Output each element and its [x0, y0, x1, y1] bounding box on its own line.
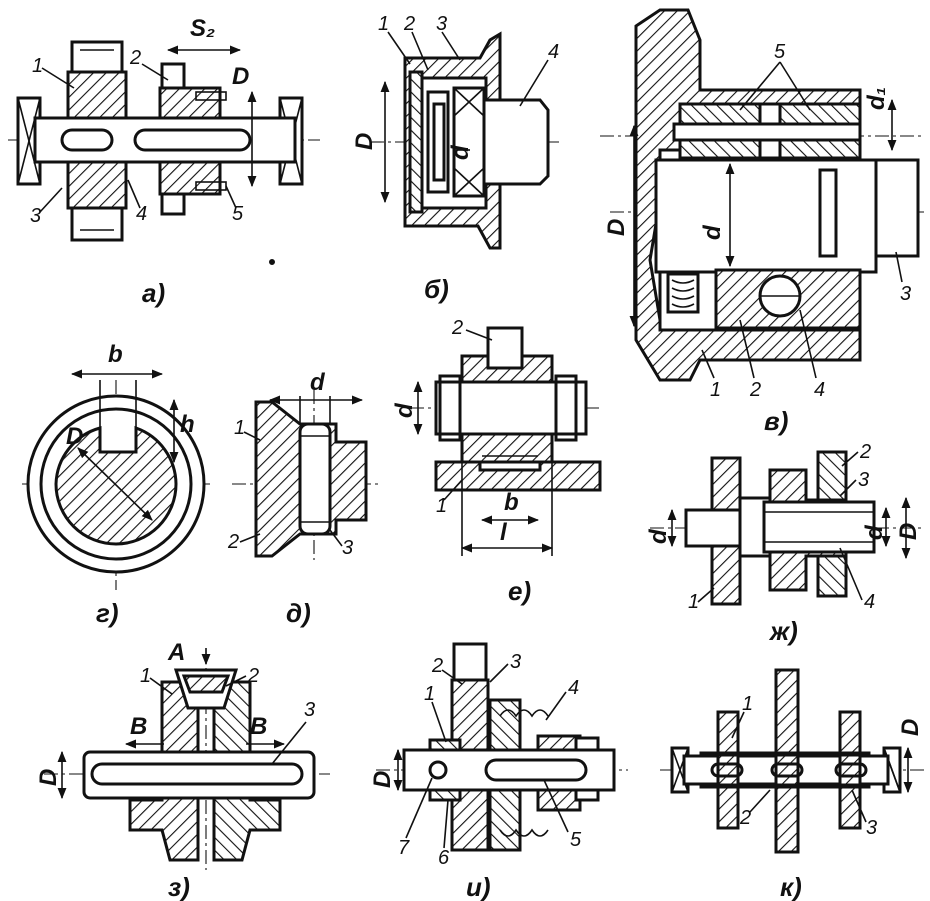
- label-4: 4: [814, 379, 825, 401]
- dim-d: d: [310, 369, 326, 396]
- figure-d: d 1 2 3 д): [227, 369, 380, 628]
- label-3: 3: [436, 13, 447, 35]
- dim-d: D: [66, 423, 83, 450]
- dim-b: b: [108, 341, 123, 368]
- label-4: 4: [864, 591, 875, 613]
- dim-b: b: [504, 489, 519, 516]
- dim-d: D: [369, 771, 396, 788]
- figure-v: D d d₁ 5 1 2 4 3 в): [600, 8, 925, 436]
- label-1: 1: [140, 665, 151, 687]
- dim-d-small: d: [447, 144, 474, 160]
- caption-k: к): [780, 872, 802, 901]
- dim-a: A: [167, 639, 185, 666]
- dim-d1: d₁: [863, 87, 890, 110]
- caption-a: а): [142, 278, 165, 308]
- label-2: 2: [749, 379, 761, 401]
- label-1: 1: [234, 417, 245, 439]
- figure-i: D 1 2 3 4 5 6 7 и): [369, 642, 628, 901]
- figure-z: A B B D 1 2 3 з): [35, 639, 330, 901]
- caption-d: д): [286, 598, 311, 628]
- dim-d-left: d: [645, 528, 672, 544]
- caption-i: и): [466, 872, 491, 901]
- label-4: 4: [548, 41, 559, 63]
- label-4: 4: [136, 203, 147, 225]
- label-1: 1: [742, 693, 753, 715]
- dim-b-right: B: [250, 713, 267, 740]
- figure-a: S₂ D 1 2 3 4 5 а): [8, 15, 320, 308]
- caption-g: г): [96, 598, 119, 628]
- label-5: 5: [570, 829, 582, 851]
- caption-z: з): [168, 872, 190, 901]
- label-2: 2: [247, 665, 259, 687]
- dim-d-big: D: [895, 523, 922, 540]
- dim-d-big: D: [603, 219, 630, 236]
- label-4: 4: [568, 677, 579, 699]
- label-2: 2: [129, 47, 141, 69]
- caption-b: б): [424, 274, 449, 304]
- dim-d: D: [232, 63, 249, 90]
- label-2: 2: [227, 531, 239, 553]
- label-3: 3: [900, 283, 911, 305]
- label-2: 2: [859, 441, 871, 463]
- dim-s2: S₂: [190, 15, 215, 42]
- label-2: 2: [451, 317, 463, 339]
- dim-d: D: [897, 719, 924, 736]
- label-3: 3: [30, 205, 41, 227]
- caption-zh: ж): [768, 616, 798, 646]
- caption-e: е): [508, 576, 531, 606]
- dim-d-big: D: [351, 133, 378, 150]
- label-5: 5: [232, 203, 244, 225]
- label-3: 3: [510, 651, 521, 673]
- label-3: 3: [342, 537, 353, 559]
- dim-d-right: d: [861, 524, 888, 540]
- label-2: 2: [431, 655, 443, 677]
- label-1: 1: [424, 683, 435, 705]
- dim-d: d: [391, 402, 418, 418]
- dim-d-small: d: [699, 224, 726, 240]
- figure-b: D d 1 2 3 4 б): [351, 13, 560, 304]
- label-3: 3: [858, 469, 869, 491]
- label-5: 5: [774, 41, 786, 63]
- label-1: 1: [710, 379, 721, 401]
- label-1: 1: [32, 55, 43, 77]
- label-3: 3: [866, 817, 877, 839]
- dim-l: l: [500, 519, 508, 546]
- label-1: 1: [688, 591, 699, 613]
- figure-k: D 1 2 3 к): [660, 668, 925, 901]
- figure-e: d b l 2 1 е): [391, 317, 602, 606]
- figure-g: b D h г): [22, 341, 210, 628]
- label-3: 3: [304, 699, 315, 721]
- label-2: 2: [739, 807, 751, 829]
- label-2: 2: [403, 13, 415, 35]
- dim-h: h: [180, 411, 195, 438]
- label-1: 1: [436, 495, 447, 517]
- dim-b-left: B: [130, 713, 147, 740]
- figure-zh: d d D 2 3 1 4 ж): [645, 441, 925, 646]
- dim-d: D: [35, 769, 62, 786]
- label-6: 6: [438, 847, 450, 869]
- caption-v: в): [764, 406, 788, 436]
- label-1: 1: [378, 13, 389, 35]
- label-7: 7: [398, 837, 410, 859]
